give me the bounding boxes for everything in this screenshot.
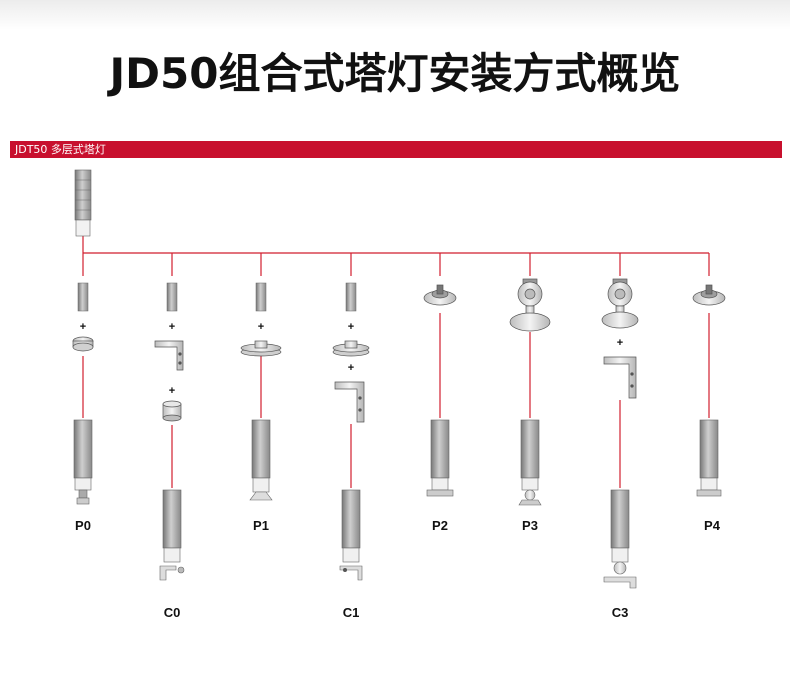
- assembled-tower-p2: [426, 419, 454, 497]
- plus-sign: +: [258, 321, 264, 333]
- section-label: JDT50 多层式塔灯: [15, 143, 106, 156]
- round-base-part-p0: [72, 336, 94, 352]
- tower-light-main: [74, 169, 92, 237]
- assembled-tower-p0: [73, 419, 93, 505]
- mount-label-c3: C3: [612, 605, 629, 620]
- connector-lines: [82, 236, 710, 488]
- page-title: JD50组合式塔灯安装方式概览: [109, 49, 681, 98]
- section-header-bar: JDT50 多层式塔灯: [10, 141, 782, 158]
- module-p1: [255, 282, 267, 312]
- assembled-tower-p3: [518, 419, 542, 506]
- plus-sign: +: [80, 321, 86, 333]
- mount-labels: P0 C0 P1 C1 P2 P3 C3 P4: [75, 518, 721, 620]
- plus-signs: + + + + + + +: [80, 321, 623, 397]
- plus-sign: +: [348, 362, 354, 374]
- plus-sign: +: [169, 321, 175, 333]
- plus-sign: +: [348, 321, 354, 333]
- module-pieces: [77, 282, 357, 312]
- assembled-tower-c0: [159, 489, 185, 581]
- top-background: [0, 0, 790, 30]
- module-c1: [345, 282, 357, 312]
- assembled-towers: [73, 419, 722, 589]
- assembled-tower-p1: [249, 419, 273, 501]
- dome-base-part-p4: [692, 284, 726, 306]
- bracket-part-c1: [334, 381, 365, 423]
- plus-sign: +: [169, 385, 175, 397]
- mount-label-p0: P0: [75, 518, 91, 533]
- flange-part-c1: [332, 340, 370, 357]
- swivel-mount-part-p3: [509, 278, 551, 332]
- flange-part-p1: [240, 340, 282, 357]
- swivel-mount-part-c3: [601, 278, 639, 329]
- plus-sign: +: [617, 337, 623, 349]
- module-p0: [77, 282, 89, 312]
- dome-base-part-p2: [423, 284, 457, 306]
- mount-label-c0: C0: [164, 605, 181, 620]
- mount-parts: [72, 278, 726, 423]
- assembled-tower-p4: [696, 419, 722, 497]
- module-c0: [166, 282, 178, 312]
- mount-label-p3: P3: [522, 518, 538, 533]
- bracket-part-c0: [154, 340, 184, 371]
- assembled-tower-c3: [603, 489, 637, 589]
- hex-nut-part-c0: [162, 400, 182, 422]
- bracket-part-c3: [603, 356, 637, 399]
- mount-label-c1: C1: [343, 605, 360, 620]
- mount-label-p2: P2: [432, 518, 448, 533]
- mount-label-p1: P1: [253, 518, 269, 533]
- mount-label-p4: P4: [704, 518, 721, 533]
- assembled-tower-c1: [339, 489, 363, 581]
